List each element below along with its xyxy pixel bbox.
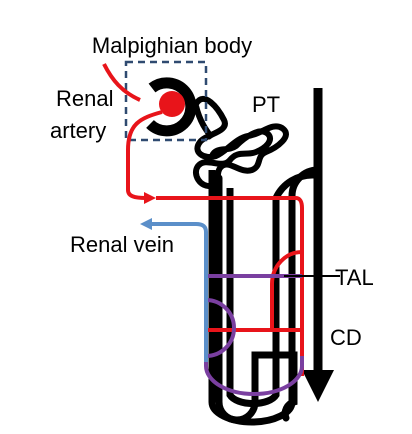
renal-artery-path — [102, 63, 304, 376]
efferent-arrowhead — [144, 192, 156, 204]
renal-vein-arrowhead — [140, 218, 152, 230]
efferent-arteriole — [126, 110, 163, 200]
renal-artery-label-line1: Renal — [56, 86, 113, 111]
tubule-inner-u — [226, 171, 315, 408]
proximal-tubule-convolution — [192, 95, 289, 190]
pt-label: PT — [252, 92, 280, 117]
collecting-duct-arrowhead — [302, 370, 334, 402]
bowmans-capsule — [146, 77, 197, 137]
collecting-duct-arrow — [302, 88, 334, 402]
tal-label: TAL — [335, 265, 374, 290]
malpighian-body-label: Malpighian body — [92, 33, 252, 58]
vasa-recta-left-arc — [205, 298, 236, 358]
glomerulus — [159, 91, 185, 117]
renal-vein-line — [150, 222, 208, 362]
vasa-recta-bottom-arc — [204, 356, 304, 396]
tal-capillary-arc — [270, 250, 303, 330]
renal-artery-label-line2: artery — [50, 118, 106, 143]
cd-label: CD — [330, 325, 362, 350]
afferent-arteriole — [102, 63, 141, 102]
renal-vein-path — [140, 218, 208, 362]
peritubular-artery — [156, 196, 304, 376]
renal-vein-label: Renal vein — [70, 232, 174, 257]
glomerulus-to-pt — [193, 105, 215, 140]
malpighian-body-box — [124, 60, 208, 142]
